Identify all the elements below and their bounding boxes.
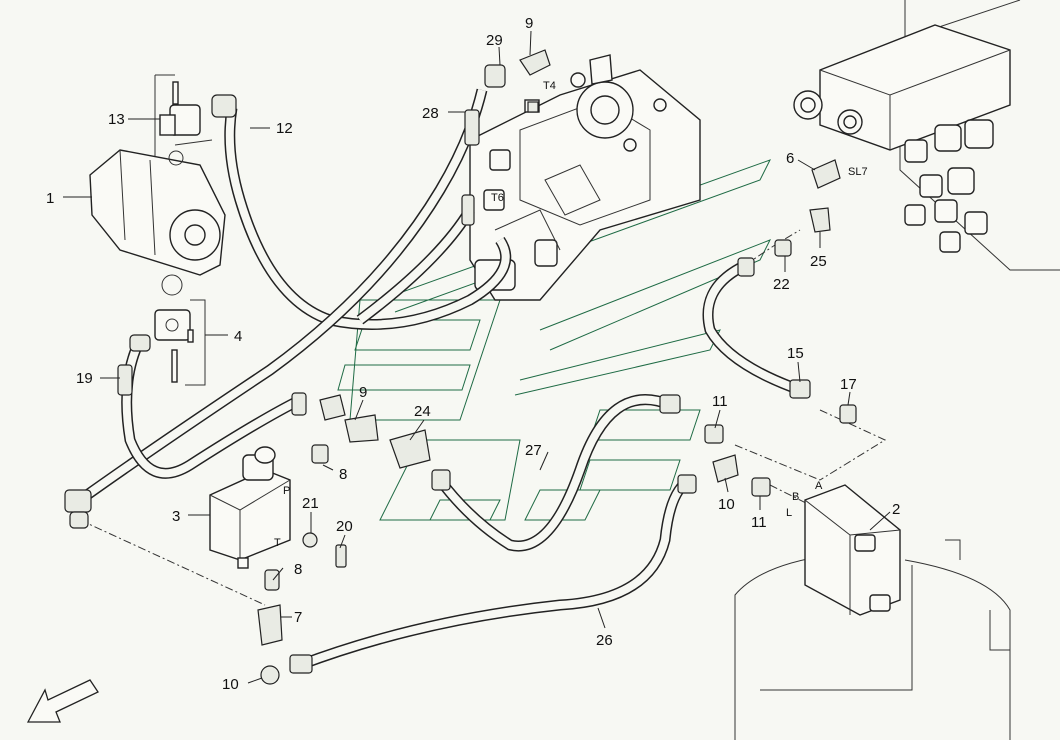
callout-21: 21 xyxy=(302,495,319,512)
callout-28: 28 xyxy=(422,105,439,122)
control-block-fittings xyxy=(904,119,994,253)
valve-assembly xyxy=(469,54,701,301)
fitting-9-mid-left xyxy=(319,394,346,421)
hose-15-top-end xyxy=(737,257,755,277)
elbow-10-left xyxy=(260,665,280,685)
tee-9 xyxy=(344,414,379,443)
callout-24: 24 xyxy=(414,403,431,420)
fitting-9-top xyxy=(519,49,551,76)
arrow-down-left-icon xyxy=(26,679,99,723)
port-label-a: A xyxy=(815,480,823,492)
hose-27-start xyxy=(431,469,451,491)
fittings xyxy=(64,49,857,685)
callout-22: 22 xyxy=(773,276,790,293)
hose-19-crimp xyxy=(117,364,133,396)
adapter-17 xyxy=(839,404,857,424)
tee-6 xyxy=(811,159,841,189)
leader-lines xyxy=(63,30,891,684)
callout-9-mid: 9 xyxy=(359,384,367,401)
flange-4 xyxy=(154,309,194,383)
callout-20: 20 xyxy=(336,518,353,535)
callout-1: 1 xyxy=(46,190,54,207)
port-label-p: P xyxy=(283,485,290,497)
callout-11-bottom: 11 xyxy=(751,514,767,531)
port-label-t6: T6 xyxy=(491,192,504,204)
fitting-t6 xyxy=(461,194,475,226)
elbow-10-right xyxy=(712,454,739,483)
solenoid-valve-3 xyxy=(209,446,291,569)
port-label-t: T xyxy=(274,537,281,549)
elbow-25 xyxy=(809,207,831,233)
hose-28-end xyxy=(64,489,92,513)
fitting-12-top xyxy=(211,94,237,118)
hose-26-bottom-end xyxy=(289,654,313,674)
adapter-8-upper xyxy=(311,444,329,464)
hose-27 xyxy=(435,394,673,552)
fitting-29 xyxy=(484,64,506,88)
washer-21 xyxy=(302,532,318,548)
callout-10-left: 10 xyxy=(222,676,239,693)
port-label-b: B xyxy=(792,491,799,503)
callout-2: 2 xyxy=(892,501,900,518)
port-label-sl7: SL7 xyxy=(848,166,868,178)
port-label-l: L xyxy=(786,507,792,519)
adapter-22 xyxy=(774,239,792,257)
motor-2 xyxy=(804,484,901,616)
callout-8-lower: 8 xyxy=(294,561,302,578)
callout-12: 12 xyxy=(276,120,293,137)
callout-13: 13 xyxy=(108,111,125,128)
hose-15-bottom-end xyxy=(789,379,811,399)
callout-19: 19 xyxy=(76,370,93,387)
callout-labels: 1 2 3 4 6 7 8 8 9 9 10 10 11 11 12 13 15… xyxy=(46,15,900,693)
callout-6: 6 xyxy=(786,150,794,167)
callout-7: 7 xyxy=(294,609,302,626)
callout-4: 4 xyxy=(234,328,242,345)
callout-3: 3 xyxy=(172,508,180,525)
adapter-11-bottom xyxy=(751,477,771,497)
hose-26-top-end xyxy=(677,474,697,494)
port-label-t4: T4 xyxy=(543,80,556,92)
callout-26: 26 xyxy=(596,632,613,649)
adapter-11-top xyxy=(704,424,724,444)
pump-1 xyxy=(89,149,226,296)
port-labels: T4 T6 SL7 P T A B L xyxy=(274,80,868,549)
tee-7 xyxy=(257,604,283,646)
callout-29: 29 xyxy=(486,32,503,49)
hose-27-end xyxy=(659,394,681,414)
callout-11-top: 11 xyxy=(712,393,728,410)
hose-26 xyxy=(298,475,693,671)
hose-19-top xyxy=(129,334,151,352)
hose-19-end xyxy=(291,392,307,416)
hose-28 xyxy=(76,88,488,505)
elbow-24 xyxy=(389,429,431,469)
callout-25: 25 xyxy=(810,253,827,270)
hose-28-end-cap xyxy=(69,511,89,529)
callout-15: 15 xyxy=(787,345,804,362)
callout-10-right: 10 xyxy=(718,496,735,513)
fitting-t4 xyxy=(527,101,539,113)
fitting-28 xyxy=(464,109,480,146)
hose-15 xyxy=(702,263,802,396)
adapter-8-lower xyxy=(264,569,280,591)
bolt-20 xyxy=(335,544,347,568)
flange-13 xyxy=(159,81,201,166)
callout-27: 27 xyxy=(525,442,542,459)
callout-9-top: 9 xyxy=(525,15,533,32)
control-block xyxy=(793,0,1060,271)
callout-8-upper: 8 xyxy=(339,466,347,483)
callout-17: 17 xyxy=(840,376,857,393)
